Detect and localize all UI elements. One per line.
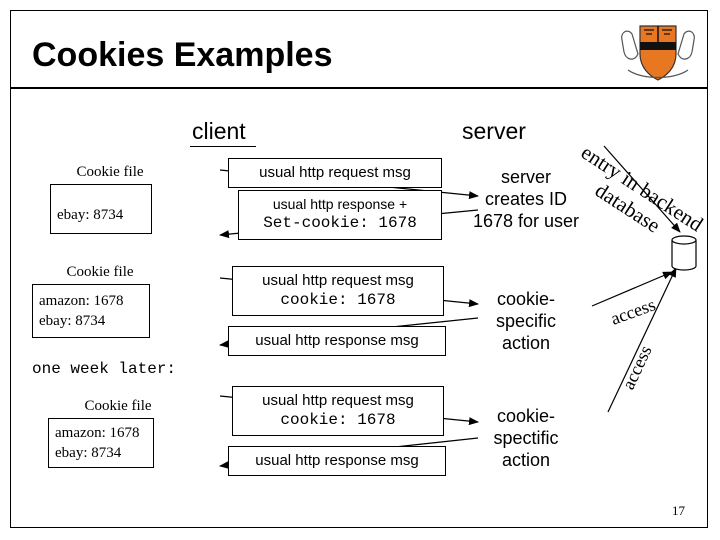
server-action-cookie-specific-1-line3: action <box>501 333 551 353</box>
title-divider <box>10 87 708 89</box>
server-action-cookie-specific-2-line1: cookie- <box>496 406 556 426</box>
msg-request-3: usual http request msg cookie: 1678 <box>232 386 444 436</box>
msg-request-2: usual http request msg cookie: 1678 <box>232 266 444 316</box>
server-action-create-id-line2: creates ID <box>484 189 568 209</box>
msg-response-2: usual http response msg <box>228 326 446 356</box>
cookie-file-2-entry-amazon: amazon: 1678 <box>39 293 124 309</box>
princeton-shield-logo <box>621 25 695 81</box>
cookie-file-1-label: Cookie file <box>76 164 144 180</box>
slide-title: Cookies Examples <box>32 36 333 74</box>
arrow-entry <box>603 145 681 233</box>
server-action-create-id: server creates ID 1678 for user <box>456 166 596 232</box>
client-header: client <box>192 118 246 144</box>
msg-request-1: usual http request msg <box>228 158 442 188</box>
cookie-file-3-entry-ebay: ebay: 8734 <box>55 445 122 461</box>
slide-frame <box>10 10 708 528</box>
server-action-cookie-specific-2-line3: action <box>501 450 551 470</box>
msg-response-3: usual http response msg <box>228 446 446 476</box>
database-icon <box>671 235 697 271</box>
client-header-underline <box>190 146 256 147</box>
cookie-file-2-label: Cookie file <box>66 264 134 280</box>
one-week-later-label: one week later: <box>32 360 177 378</box>
cookie-file-3: amazon: 1678 ebay: 8734 <box>48 418 154 468</box>
arrow-access-1 <box>591 271 673 307</box>
msg-request-2-line1: usual http request msg <box>262 272 414 289</box>
cookie-file-1: ebay: 8734 <box>50 184 152 234</box>
page-number: 17 <box>672 503 685 518</box>
cookie-file-1-entry: ebay: 8734 <box>57 207 124 223</box>
cookie-file-2-entry-ebay: ebay: 8734 <box>39 313 106 329</box>
server-action-cookie-specific-2-line2: spectific <box>493 428 559 448</box>
cookie-file-2: amazon: 1678 ebay: 8734 <box>32 284 150 338</box>
msg-response-2-text: usual http response msg <box>255 332 419 349</box>
server-action-cookie-specific-2: cookie- spectific action <box>466 405 586 471</box>
msg-request-3-cookie: cookie: 1678 <box>280 411 396 429</box>
msg-request-2-cookie: cookie: 1678 <box>280 291 396 309</box>
msg-response-1: usual http response + Set-cookie: 1678 <box>238 190 442 240</box>
msg-request-1-text: usual http request msg <box>259 164 411 181</box>
msg-response-1-set-cookie: Set-cookie: 1678 <box>263 214 417 232</box>
server-action-create-id-line1: server <box>500 167 551 187</box>
server-action-create-id-line3: 1678 for user <box>472 211 580 231</box>
server-action-cookie-specific-1: cookie- specific action <box>466 288 586 354</box>
server-action-cookie-specific-1-line1: cookie- <box>496 289 556 309</box>
server-header: server <box>462 118 526 144</box>
msg-request-3-line1: usual http request msg <box>262 392 414 409</box>
msg-response-1-line1: usual http response + <box>272 196 408 212</box>
server-action-cookie-specific-1-line2: specific <box>495 311 557 331</box>
cookie-file-3-entry-amazon: amazon: 1678 <box>55 425 140 441</box>
msg-response-3-text: usual http response msg <box>255 452 419 469</box>
arrow-access-2 <box>607 267 677 413</box>
cookie-file-3-label: Cookie file <box>84 398 152 414</box>
